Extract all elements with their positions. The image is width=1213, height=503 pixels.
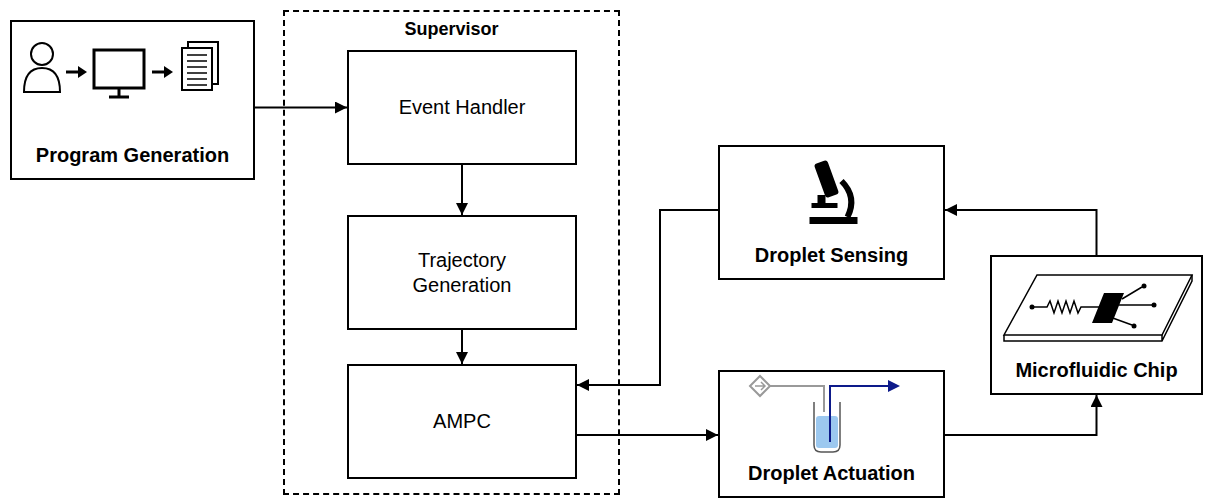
flow-arrow bbox=[945, 395, 1097, 435]
node-label: Event Handler bbox=[399, 95, 526, 120]
node-label: Droplet Sensing bbox=[755, 243, 908, 268]
flow-arrow bbox=[945, 210, 1097, 255]
process-box: Microfluidic Chip bbox=[990, 255, 1203, 395]
process-box: AMPC bbox=[347, 364, 577, 479]
flow-arrow bbox=[577, 210, 718, 385]
node-label: Supervisor bbox=[404, 18, 498, 41]
flow-arrow bbox=[461, 165, 463, 215]
node-label: AMPC bbox=[433, 409, 491, 434]
scope-icon bbox=[720, 147, 947, 257]
node-label: Microfluidic Chip bbox=[1015, 358, 1177, 383]
chip-icon bbox=[992, 257, 1205, 357]
node-label: Trajectory Generation bbox=[392, 248, 532, 298]
flow-arrow bbox=[577, 434, 718, 436]
group-box: SupervisorEvent HandlerTrajectory Genera… bbox=[283, 10, 620, 495]
process-box: Droplet Sensing bbox=[718, 145, 945, 280]
prog-icon bbox=[12, 22, 257, 132]
process-box: Trajectory Generation bbox=[347, 215, 577, 330]
flow-arrow bbox=[461, 330, 463, 364]
process-box: Droplet Actuation bbox=[718, 370, 945, 498]
node-label: Program Generation bbox=[36, 143, 229, 168]
process-box: Program Generation bbox=[10, 20, 255, 180]
node-label: Droplet Actuation bbox=[748, 461, 915, 486]
process-box: Event Handler bbox=[347, 50, 577, 165]
flow-arrow bbox=[255, 107, 347, 109]
